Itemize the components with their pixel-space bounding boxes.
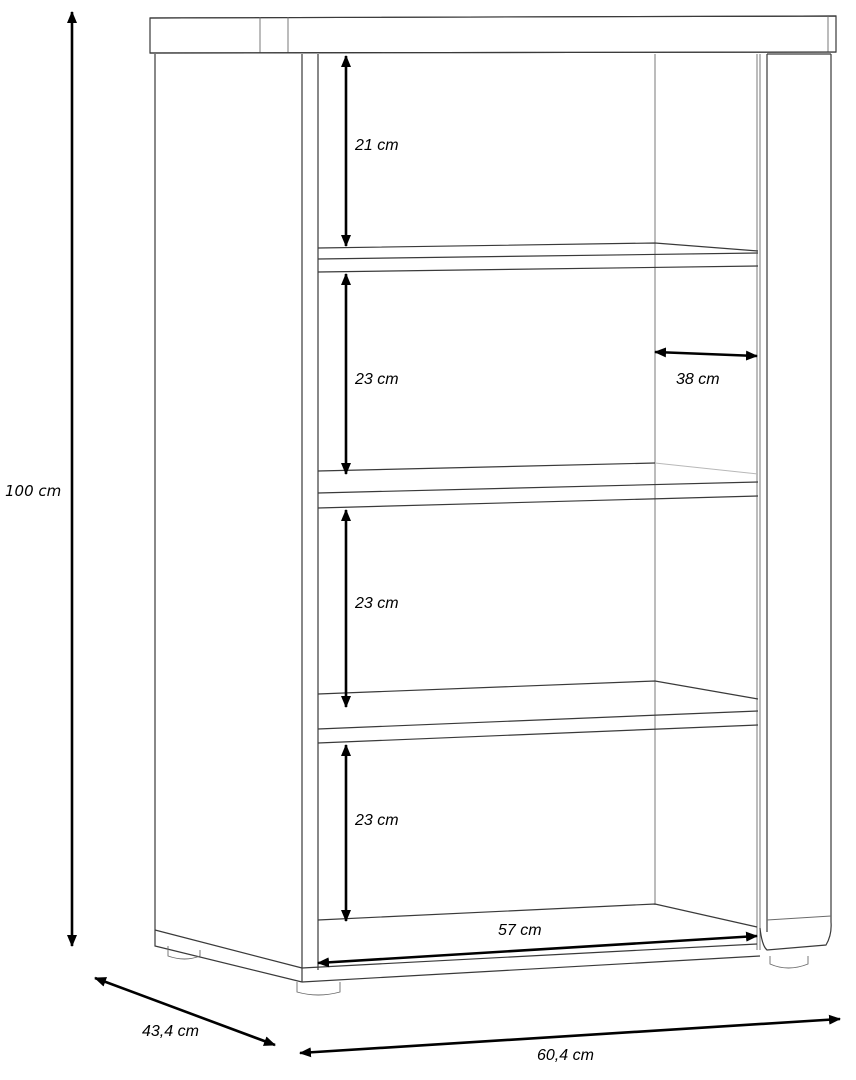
inner-width-arrow	[317, 931, 758, 968]
dimension-labels: 100 cm 21 cm 23 cm 23 cm 23 cm 38 cm 57 …	[5, 137, 720, 1064]
dimension-lines	[67, 10, 841, 1058]
depth-arrow	[94, 976, 276, 1047]
width-label: 60,4 cm	[537, 1047, 594, 1064]
left-side-panel	[154, 54, 319, 983]
depth-label: 43,4 cm	[142, 1023, 199, 1040]
shelf-3	[317, 680, 759, 744]
compartment-1-label: 21 cm	[354, 137, 399, 154]
bottom-shelf	[301, 903, 761, 983]
shelf-2	[317, 462, 759, 509]
top-panel	[149, 15, 837, 54]
foot-front-right	[769, 956, 809, 969]
compartment-3-label: 23 cm	[354, 595, 399, 612]
inner-depth-arrow	[654, 347, 758, 361]
cabinet-drawing	[149, 15, 837, 996]
compartment-2-label: 23 cm	[354, 371, 399, 388]
width-arrow	[299, 1014, 841, 1058]
inner-width-label: 57 cm	[498, 922, 542, 939]
height-label: 100 cm	[5, 482, 61, 500]
foot-front-left	[296, 982, 341, 996]
foot-back-left	[167, 946, 201, 960]
inner-depth-label: 38 cm	[676, 371, 720, 388]
right-side-panel	[756, 53, 832, 951]
shelf-1	[317, 242, 759, 273]
compartment-4-label: 23 cm	[354, 812, 399, 829]
